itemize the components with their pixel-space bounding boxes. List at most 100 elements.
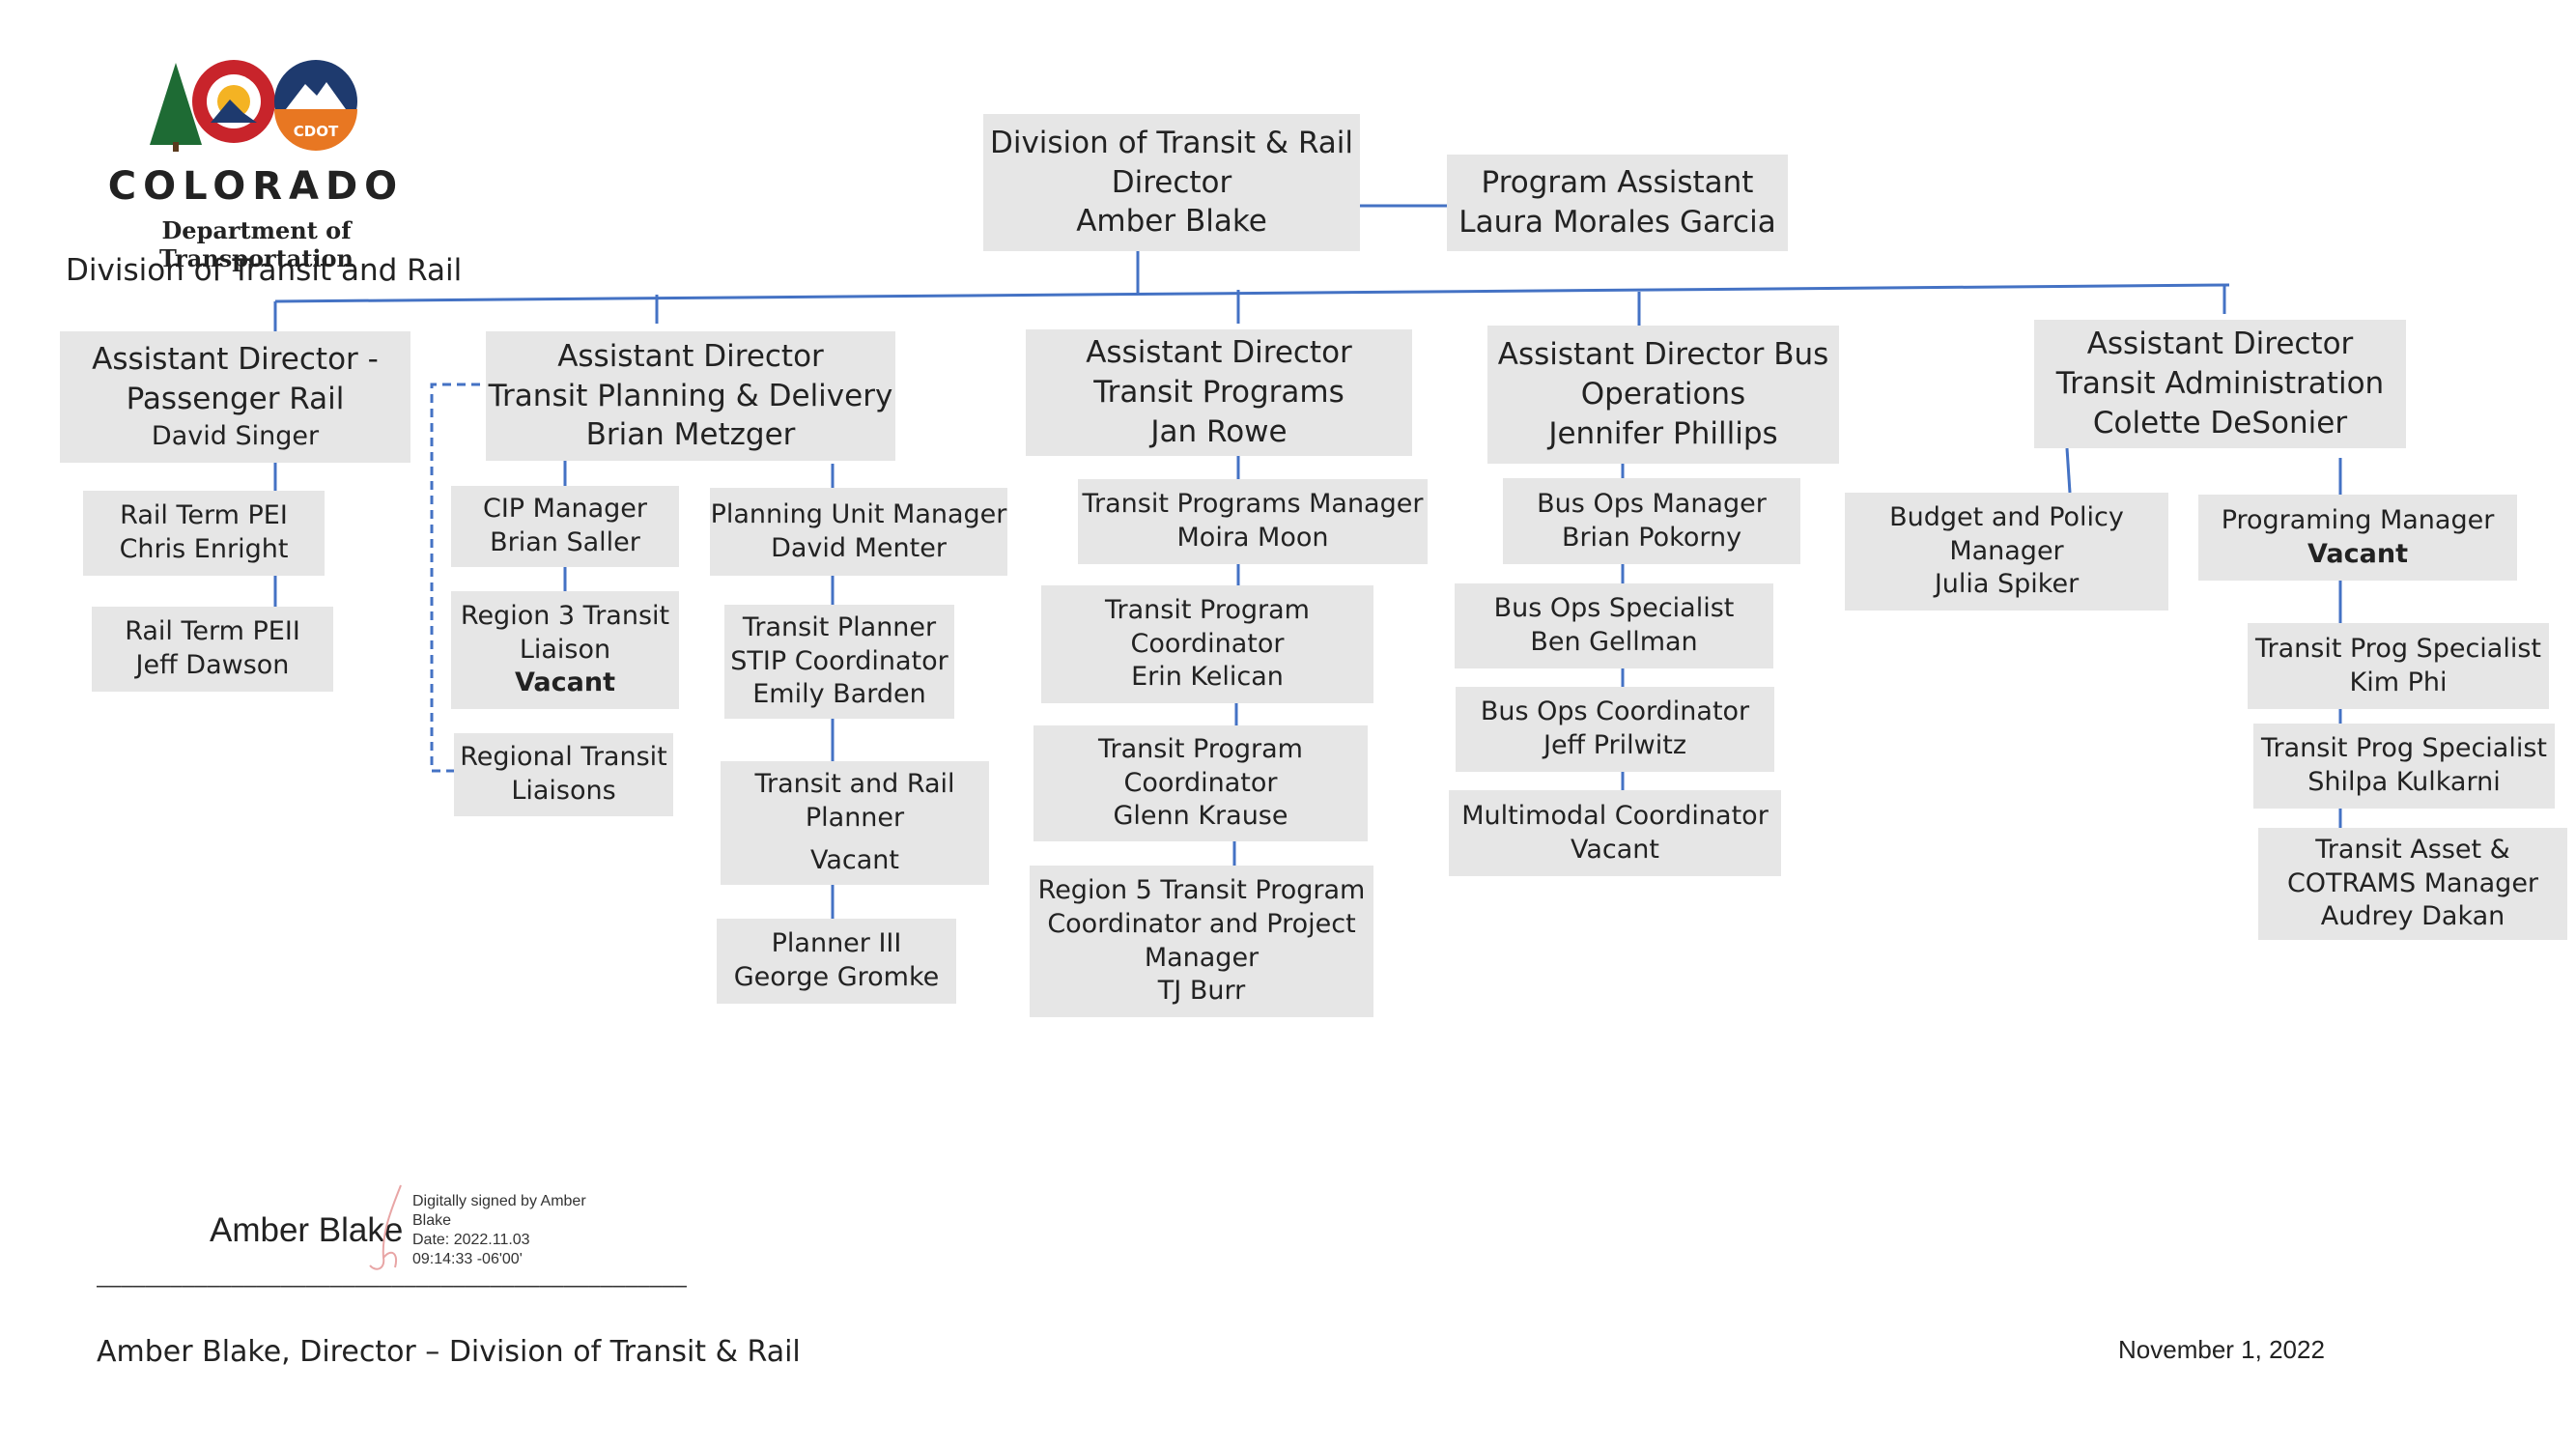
node-title: Bus Ops Coordinator [1480, 696, 1750, 727]
node-title: Transit Programs [1093, 375, 1345, 411]
assistant-director-transit-administration: Assistant Director Transit Administratio… [2034, 320, 2406, 448]
region3-transit-liaison-box: Region 3 Transit Liaison Vacant [451, 591, 679, 709]
rail-term-peii-box: Rail Term PEII Jeff Dawson [92, 607, 333, 692]
node-name: Brian Saller [490, 527, 640, 557]
node-title: Transit Program [1105, 595, 1310, 626]
director-title: Division of Transit & Rail [989, 125, 1354, 160]
node-name: David Singer [151, 421, 320, 452]
bus-ops-manager-box: Bus Ops Manager Brian Pokorny [1503, 478, 1800, 564]
director-box: Division of Transit & Rail Director Ambe… [983, 114, 1360, 251]
transit-prog-specialist-box: Transit Prog Specialist Shilpa Kulkarni [2253, 724, 2555, 809]
node-name: Emily Barden [752, 679, 926, 710]
budget-policy-manager-box: Budget and Policy Manager Julia Spiker [1845, 493, 2168, 611]
node-title: Transit Planning & Delivery [488, 378, 893, 413]
signature-line: ________________________________________… [97, 1264, 688, 1288]
node-name: Julia Spiker [1934, 569, 2080, 600]
node-title: Planner III [771, 928, 902, 959]
node-name: Jeff Dawson [135, 650, 290, 680]
assistant-director-bus-operations: Assistant Director Bus Operations Jennif… [1487, 326, 1839, 464]
node-title: Transit Asset & [2315, 835, 2510, 866]
signature-caption: Amber Blake, Director – Division of Tran… [97, 1335, 801, 1369]
node-title: Assistant Director - [92, 342, 379, 378]
node-title: Programing Manager [2221, 504, 2495, 535]
bus-ops-specialist-box: Bus Ops Specialist Ben Gellman [1455, 583, 1773, 668]
node-name: Chris Enright [119, 534, 289, 564]
cip-manager-box: CIP Manager Brian Saller [451, 486, 679, 567]
node-title: Coordinator and Project [1047, 908, 1356, 939]
program-assistant-box: Program Assistant Laura Morales Garcia [1447, 155, 1788, 251]
transit-program-coordinator-box: Transit Program Coordinator Glenn Krause [1033, 725, 1368, 841]
node-title: Regional Transit [460, 742, 667, 773]
node-title: Coordinator [1123, 767, 1278, 798]
stip-coordinator-box: Transit Planner STIP Coordinator Emily B… [724, 605, 954, 719]
assistant-director-transit-programs: Assistant Director Transit Programs Jan … [1026, 329, 1412, 456]
assistant-director-passenger-rail: Assistant Director - Passenger Rail Davi… [60, 331, 410, 463]
regional-transit-liaisons-box: Regional Transit Liaisons [454, 733, 673, 816]
node-name: Glenn Krause [1113, 801, 1288, 832]
node-title: Planning Unit Manager [710, 498, 1007, 529]
node-title: Assistant Director Bus [1497, 337, 1829, 373]
node-title: COTRAMS Manager [2286, 867, 2539, 898]
node-title: Region 5 Transit Program [1037, 875, 1366, 906]
bus-ops-coordinator-box: Bus Ops Coordinator Jeff Prilwitz [1456, 687, 1774, 772]
transit-programs-manager-box: Transit Programs Manager Moira Moon [1078, 479, 1428, 564]
node-name: David Menter [771, 532, 947, 563]
multimodal-coordinator-box: Multimodal Coordinator Vacant [1449, 790, 1781, 876]
node-title: Passenger Rail [126, 382, 345, 417]
node-title: Transit Planner [742, 612, 937, 643]
planning-unit-manager-box: Planning Unit Manager David Menter [710, 488, 1007, 576]
node-name: Brian Pokorny [1561, 522, 1742, 553]
node-name: Kim Phi [2349, 667, 2448, 697]
node-title: Transit Program [1098, 734, 1303, 765]
department-name: Department of Transportation [159, 216, 354, 272]
node-name: Vacant [2307, 538, 2408, 569]
node-title: Budget and Policy [1889, 502, 2124, 533]
node-title: CIP Manager [482, 494, 648, 525]
node-title: Multimodal Coordinator [1461, 800, 1769, 831]
node-title: Region 3 Transit [460, 601, 670, 632]
node-title: STIP Coordinator [730, 645, 948, 676]
region5-program-coordinator-box: Region 5 Transit Program Coordinator and… [1030, 866, 1373, 1017]
node-name: Jeff Prilwitz [1543, 730, 1686, 760]
node-name: Vacant [515, 668, 615, 698]
node-title: Transit Programs Manager [1082, 489, 1424, 520]
planner-iii-box: Planner III George Gromke [717, 919, 956, 1004]
cdot-badge-text: CDOT [294, 123, 339, 140]
director-name: Amber Blake [1076, 204, 1267, 240]
node-title: Rail Term PEI [120, 500, 288, 531]
node-title: Transit Prog Specialist [2254, 633, 2541, 664]
node-title: Assistant Director [557, 338, 824, 374]
node-name: TJ Burr [1157, 976, 1246, 1007]
stamp-line: Digitally signed by Amber [412, 1193, 586, 1209]
node-name: Audrey Dakan [2320, 901, 2505, 932]
division-title: Division of Transit and Rail [66, 253, 463, 288]
node-title: Transit and Rail [754, 769, 955, 800]
node-name: Vacant [1570, 834, 1659, 865]
stamp-line: 09:14:33 -06'00' [412, 1251, 523, 1267]
node-title: Liaisons [511, 776, 616, 806]
node-name: George Gromke [733, 962, 940, 992]
node-title: Coordinator [1130, 628, 1285, 659]
node-name: Moira Moon [1176, 523, 1329, 553]
node-title: Operations [1580, 377, 1746, 412]
node-name: Vacant [809, 845, 899, 876]
node-name: Shilpa Kulkarni [2307, 767, 2501, 797]
assistant-director-transit-planning: Assistant Director Transit Planning & De… [486, 331, 895, 461]
node-title: Assistant Director [2086, 327, 2354, 362]
digital-signature-stamp: Digitally signed by Amber Blake Date: 20… [412, 1192, 586, 1269]
transit-asset-cotrams-manager-box: Transit Asset & COTRAMS Manager Audrey D… [2258, 828, 2567, 940]
director-title: Director [1111, 164, 1232, 200]
transit-prog-specialist-box: Transit Prog Specialist Kim Phi [2248, 623, 2549, 709]
node-title: Bus Ops Specialist [1493, 593, 1735, 624]
node-name: Brian Metzger [585, 417, 796, 453]
node-name: Jennifer Phillips [1548, 415, 1778, 451]
signature-name: Amber Blake [210, 1211, 404, 1249]
node-title: Rail Term PEII [125, 616, 300, 647]
colorado-cdot-logo: CDOT [150, 60, 357, 152]
node-name: Erin Kelican [1131, 662, 1284, 693]
node-title: Transit Administration [2055, 366, 2385, 402]
node-name: Ben Gellman [1530, 627, 1698, 657]
node-title: Liaison [519, 634, 611, 665]
programing-manager-box: Programing Manager Vacant [2198, 495, 2517, 581]
state-wordmark: COLORADO [107, 164, 405, 209]
